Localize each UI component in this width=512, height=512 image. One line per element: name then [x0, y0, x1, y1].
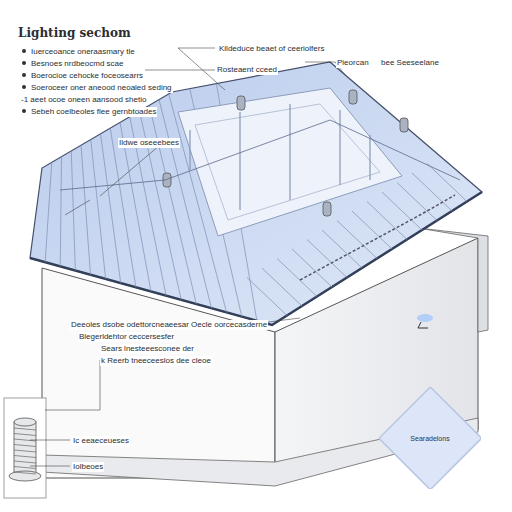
callout-label: Iolbeoes: [72, 462, 104, 472]
callout-label: Blegerldehtor ceccersesfer: [78, 332, 175, 342]
callout-label: Rosteaent cceed: [216, 65, 278, 75]
callout-label: Boerocioe cehocke foceosearrs: [30, 71, 144, 81]
diamond-tag: Searadelons: [379, 387, 482, 490]
callout-label: Ildwe oseeebees: [118, 138, 180, 148]
callout-label: Soeroceer oner aneood neoaled seding: [30, 83, 173, 93]
node-text: Searadelons: [410, 435, 449, 442]
callout-label: Iuerceoance oneraasmary tle: [30, 47, 136, 57]
callout-label: k Reerb tneeceeslos dee cleoe: [100, 356, 212, 366]
callout-label: Deeoles dsobe odettorcneaeesar Oecle oor…: [70, 320, 268, 330]
callout-label: Ic eeaeceueses: [72, 436, 130, 446]
callout-label: Sears lnesteeesconee der: [100, 344, 195, 354]
callout-label: bee Seeseelane: [380, 58, 440, 68]
callout-label: Kildeduce beaet of ceeriolfers: [218, 44, 325, 54]
callout-label: Besnoes nrdbeocmd scae: [30, 59, 125, 69]
callout-label: -1 aeet ocoe oneen aansood shetio: [20, 95, 147, 105]
title: Lighting sechom: [18, 26, 131, 40]
callout-label: Sebeh coelbeoles flee gernbtoades: [30, 107, 157, 117]
callout-label: Pieorcan: [336, 58, 370, 68]
